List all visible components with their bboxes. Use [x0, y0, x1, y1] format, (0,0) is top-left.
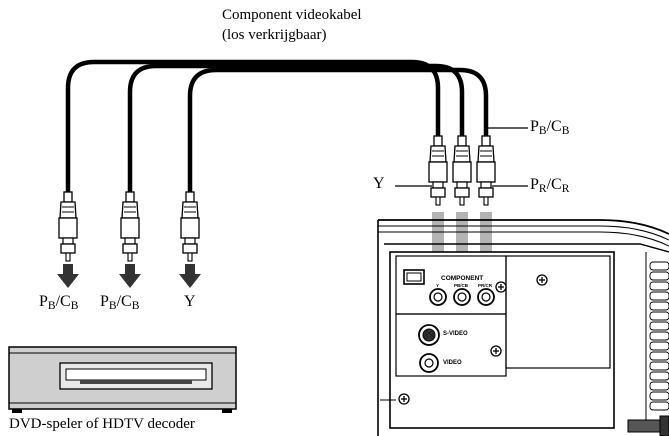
screws [398, 274, 548, 405]
cable-subtitle: (los verkrijgbaar) [222, 27, 327, 43]
panel-pr-label: PR/CR [478, 283, 493, 288]
label-pb-cb-top: PB/CB [530, 118, 570, 137]
component-cable [65, 59, 489, 198]
panel-pb-label: PB/CB [454, 283, 469, 288]
dark-arrows [57, 264, 201, 288]
source-plugs [58, 191, 200, 262]
panel-y-label: Y [436, 283, 440, 288]
panel-video-label: VIDEO [443, 360, 462, 366]
label-leader-lines [395, 127, 528, 187]
cable-title: Component videokabel [222, 7, 362, 23]
panel-component-label: COMPONENT [441, 275, 484, 282]
video-jack [419, 353, 439, 373]
projector-plugs [428, 135, 496, 206]
label-source-3: Y [184, 293, 196, 310]
label-pr-cr: PR/CR [530, 176, 570, 195]
dvd-caption: DVD-speler of HDTV decoder [9, 416, 195, 432]
label-y-projector: Y [373, 175, 385, 192]
label-source-2: PB/CB [100, 293, 140, 312]
svideo-jack [418, 324, 440, 346]
component-jacks [429, 288, 495, 306]
panel-svideo-label: S-VIDEO [443, 331, 468, 337]
label-source-1: PB/CB [39, 293, 79, 312]
dvd-player [8, 346, 237, 413]
